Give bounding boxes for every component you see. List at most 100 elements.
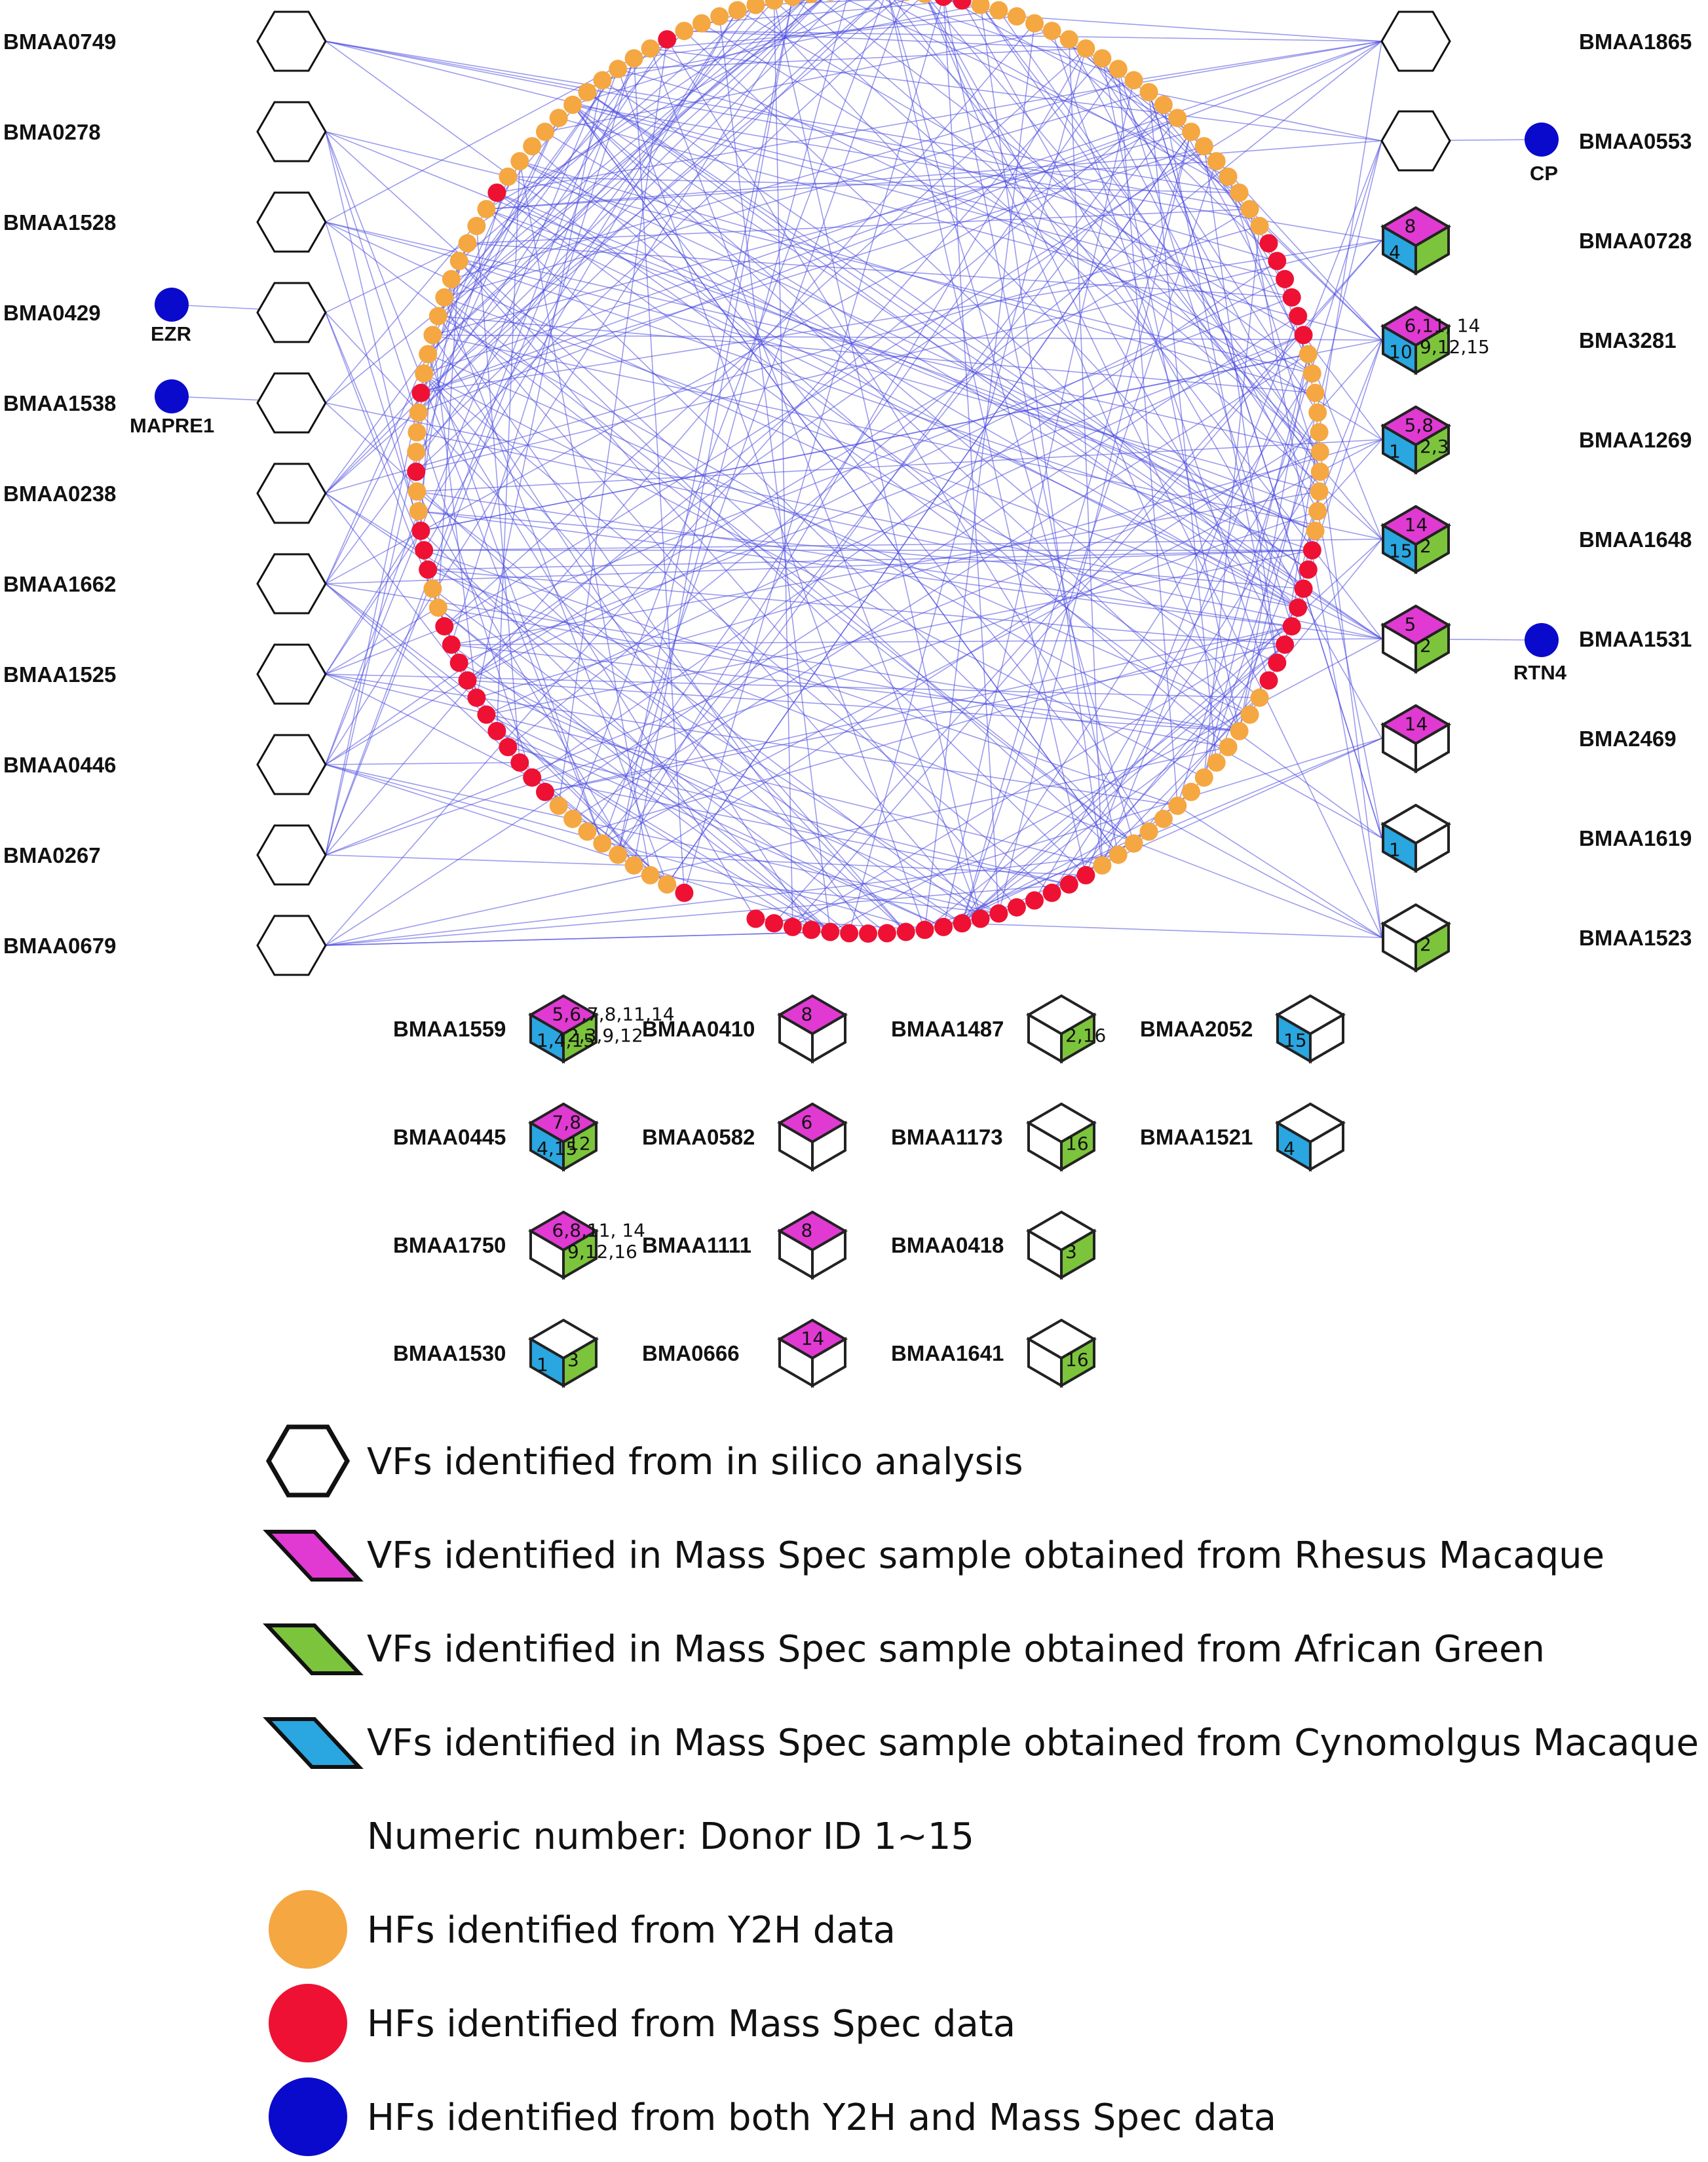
host-factor-node xyxy=(971,909,990,928)
interaction-edge xyxy=(884,0,1240,193)
interaction-edge xyxy=(325,58,1103,946)
interaction-edge xyxy=(451,644,1240,732)
host-factor-node xyxy=(536,123,554,142)
vf-label: BMAA0582 xyxy=(642,1125,755,1149)
legend-label: HFs identified from Mass Spec data xyxy=(367,2003,1015,2045)
interaction-edge xyxy=(432,334,1382,540)
host-factor-node xyxy=(467,217,486,235)
host-factor-node xyxy=(578,83,597,102)
interaction-edge xyxy=(544,131,1382,639)
interaction-edge xyxy=(573,104,1382,241)
interaction-edge xyxy=(467,679,999,915)
host-factor-node xyxy=(1289,307,1308,326)
interaction-edge xyxy=(486,334,1304,715)
host-factor-node xyxy=(1282,617,1301,635)
cube-right-face xyxy=(1414,921,1450,973)
vf-label: BMAA1528 xyxy=(3,210,116,235)
interaction-edge xyxy=(634,432,1320,866)
host-factor-node xyxy=(1299,560,1318,579)
interaction-edge xyxy=(325,69,618,856)
interaction-edge xyxy=(325,221,422,531)
interaction-edge xyxy=(325,762,520,765)
interaction-edge xyxy=(325,208,1250,765)
legend-parallelogram-icon xyxy=(263,1717,364,1769)
interaction-edge xyxy=(1317,439,1382,512)
interaction-edge xyxy=(438,315,1382,839)
interaction-edge xyxy=(1215,339,1382,763)
host-factor-node xyxy=(1007,898,1026,917)
donor-ids-rhesus: 8 xyxy=(801,1220,813,1242)
host-factor-node xyxy=(435,617,454,635)
vf-label: BMA0278 xyxy=(3,120,101,144)
unconnected-vf-grid: 5,6,7,8,11,141,4,152,3,9,12BMAA15598BMAA… xyxy=(393,994,1346,1388)
host-factor-node xyxy=(411,383,430,402)
cube-right-face xyxy=(811,1337,846,1388)
interaction-edge xyxy=(325,5,757,584)
cube-right-face xyxy=(562,1120,598,1172)
interaction-edge xyxy=(929,0,1382,540)
interaction-edge xyxy=(572,0,884,820)
host-factor-node xyxy=(675,22,694,41)
interaction-edge xyxy=(962,922,1382,938)
interaction-edge xyxy=(476,697,668,885)
cube-right-face xyxy=(1414,324,1450,375)
interaction-edge xyxy=(572,353,1309,820)
interaction-edge xyxy=(650,48,1313,374)
host-factor-node xyxy=(1207,753,1226,772)
host-factor-node xyxy=(458,234,477,253)
donor-ids-african-green: 3 xyxy=(567,1349,579,1371)
donor-ids-african-green: 3 xyxy=(1065,1241,1077,1262)
interaction-edge xyxy=(467,679,1240,732)
interaction-edge xyxy=(459,260,1017,908)
host-factor-node xyxy=(487,183,506,202)
host-factor-node xyxy=(783,917,802,936)
interaction-edge xyxy=(795,0,1321,453)
interaction-edge xyxy=(497,192,1299,609)
vf-label: BMAA1619 xyxy=(1579,826,1692,850)
interaction-edge xyxy=(451,58,635,645)
host-factor-node xyxy=(467,689,486,707)
interaction-edge xyxy=(325,583,477,698)
cube-right-face xyxy=(1414,722,1450,774)
interaction-edge xyxy=(508,176,1240,193)
interaction-edge xyxy=(1317,511,1382,839)
interaction-edge xyxy=(466,680,668,885)
interaction-edge xyxy=(325,0,823,494)
cube-right-face xyxy=(562,1337,598,1388)
host-factor-label: MAPRE1 xyxy=(130,414,214,437)
interaction-edge xyxy=(325,41,1251,715)
cube-right-face xyxy=(1414,822,1450,873)
interaction-edge xyxy=(1163,818,1382,938)
interaction-edge xyxy=(774,0,1382,540)
interaction-edge xyxy=(325,41,588,93)
interaction-edge xyxy=(924,23,1035,930)
interaction-edge xyxy=(1085,316,1299,876)
cube-right-face xyxy=(1414,224,1450,276)
interaction-edge xyxy=(421,240,1382,394)
host-factor-node xyxy=(1308,403,1327,422)
host-factor-node xyxy=(1289,598,1308,617)
interaction-edge xyxy=(486,140,1382,210)
interaction-edge xyxy=(325,451,1321,856)
interaction-edge xyxy=(418,41,1382,413)
interaction-edge xyxy=(467,208,1250,244)
interaction-edge xyxy=(1317,339,1382,413)
host-factor-node xyxy=(419,560,438,579)
interaction-edge xyxy=(558,117,1382,341)
dual-evidence-node xyxy=(155,379,189,413)
interaction-edge xyxy=(427,569,1382,938)
interaction-edge xyxy=(415,240,1382,472)
interaction-edge xyxy=(325,221,1278,664)
host-factor-node xyxy=(1268,653,1287,672)
interaction-edge xyxy=(438,68,618,316)
interaction-edge xyxy=(325,117,1178,584)
interaction-edge xyxy=(486,208,1382,639)
donor-ids-rhesus: 8 xyxy=(1405,216,1416,237)
interaction-edge xyxy=(459,334,1304,664)
interaction-edge xyxy=(617,69,926,930)
interaction-edge xyxy=(325,225,1260,494)
host-factor-node xyxy=(609,845,628,864)
vf-label: BMAA1531 xyxy=(1579,627,1692,651)
interaction-edge xyxy=(416,491,981,920)
host-factor-node xyxy=(1168,796,1187,815)
